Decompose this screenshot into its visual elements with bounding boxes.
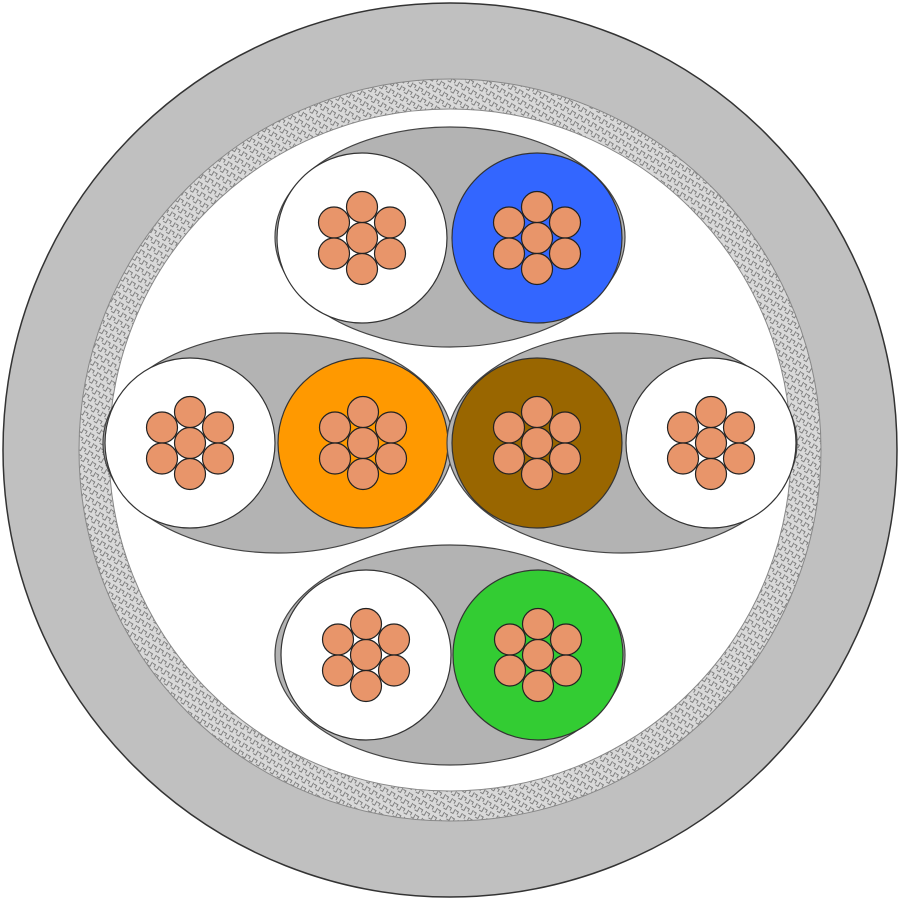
copper-strand xyxy=(377,623,411,656)
copper-strand xyxy=(377,654,411,687)
copper-strand xyxy=(520,252,554,286)
copper-strand xyxy=(349,638,383,672)
white-conductor xyxy=(276,152,448,324)
copper-strand xyxy=(549,623,583,656)
copper-strand xyxy=(520,221,554,255)
copper-strand xyxy=(722,411,756,444)
green-pair xyxy=(274,544,626,766)
copper-strand xyxy=(145,442,179,475)
green-conductor xyxy=(452,569,624,741)
copper-strand xyxy=(548,206,582,239)
brown-conductor xyxy=(451,357,623,529)
copper-strand xyxy=(346,426,380,460)
copper-strand xyxy=(492,206,526,239)
white-conductor xyxy=(625,357,797,529)
copper-strand xyxy=(492,411,526,444)
copper-strand xyxy=(145,411,179,444)
copper-strand xyxy=(722,442,756,475)
copper-strand xyxy=(493,623,527,656)
copper-strand xyxy=(521,638,555,672)
copper-strand xyxy=(520,190,554,224)
copper-strand xyxy=(548,411,582,444)
copper-strand xyxy=(201,442,235,475)
copper-strand xyxy=(694,395,728,429)
copper-strand xyxy=(318,442,352,475)
copper-strand xyxy=(520,395,554,429)
copper-strand xyxy=(173,457,207,491)
copper-strand xyxy=(520,426,554,460)
copper-strand xyxy=(318,411,352,444)
copper-strand xyxy=(321,654,355,687)
copper-strand xyxy=(666,411,700,444)
copper-strand xyxy=(345,221,379,255)
copper-strand xyxy=(492,442,526,475)
copper-strand xyxy=(346,457,380,491)
copper-strand xyxy=(666,442,700,475)
copper-strand xyxy=(521,669,555,703)
orange-pair xyxy=(102,332,454,554)
copper-strand xyxy=(493,654,527,687)
copper-strand xyxy=(345,252,379,286)
copper-strand xyxy=(374,442,408,475)
copper-strand xyxy=(321,623,355,656)
copper-strand xyxy=(373,237,407,270)
copper-strand xyxy=(173,426,207,460)
copper-strand xyxy=(492,237,526,270)
copper-strand xyxy=(349,669,383,703)
copper-strand xyxy=(201,411,235,444)
copper-strand xyxy=(521,607,555,641)
copper-strand xyxy=(317,237,351,270)
copper-strand xyxy=(373,206,407,239)
copper-strand xyxy=(520,457,554,491)
copper-strand xyxy=(345,190,379,224)
copper-strand xyxy=(694,426,728,460)
blue-pair xyxy=(274,126,626,348)
copper-strand xyxy=(694,457,728,491)
copper-strand xyxy=(173,395,207,429)
white-conductor xyxy=(104,357,276,529)
white-conductor xyxy=(280,569,452,741)
copper-strand xyxy=(317,206,351,239)
copper-strand xyxy=(549,654,583,687)
copper-strand xyxy=(349,607,383,641)
copper-strand xyxy=(548,442,582,475)
copper-strand xyxy=(374,411,408,444)
blue-conductor xyxy=(451,152,623,324)
copper-strand xyxy=(548,237,582,270)
orange-conductor xyxy=(277,357,449,529)
copper-strand xyxy=(346,395,380,429)
brown-pair xyxy=(446,332,798,554)
